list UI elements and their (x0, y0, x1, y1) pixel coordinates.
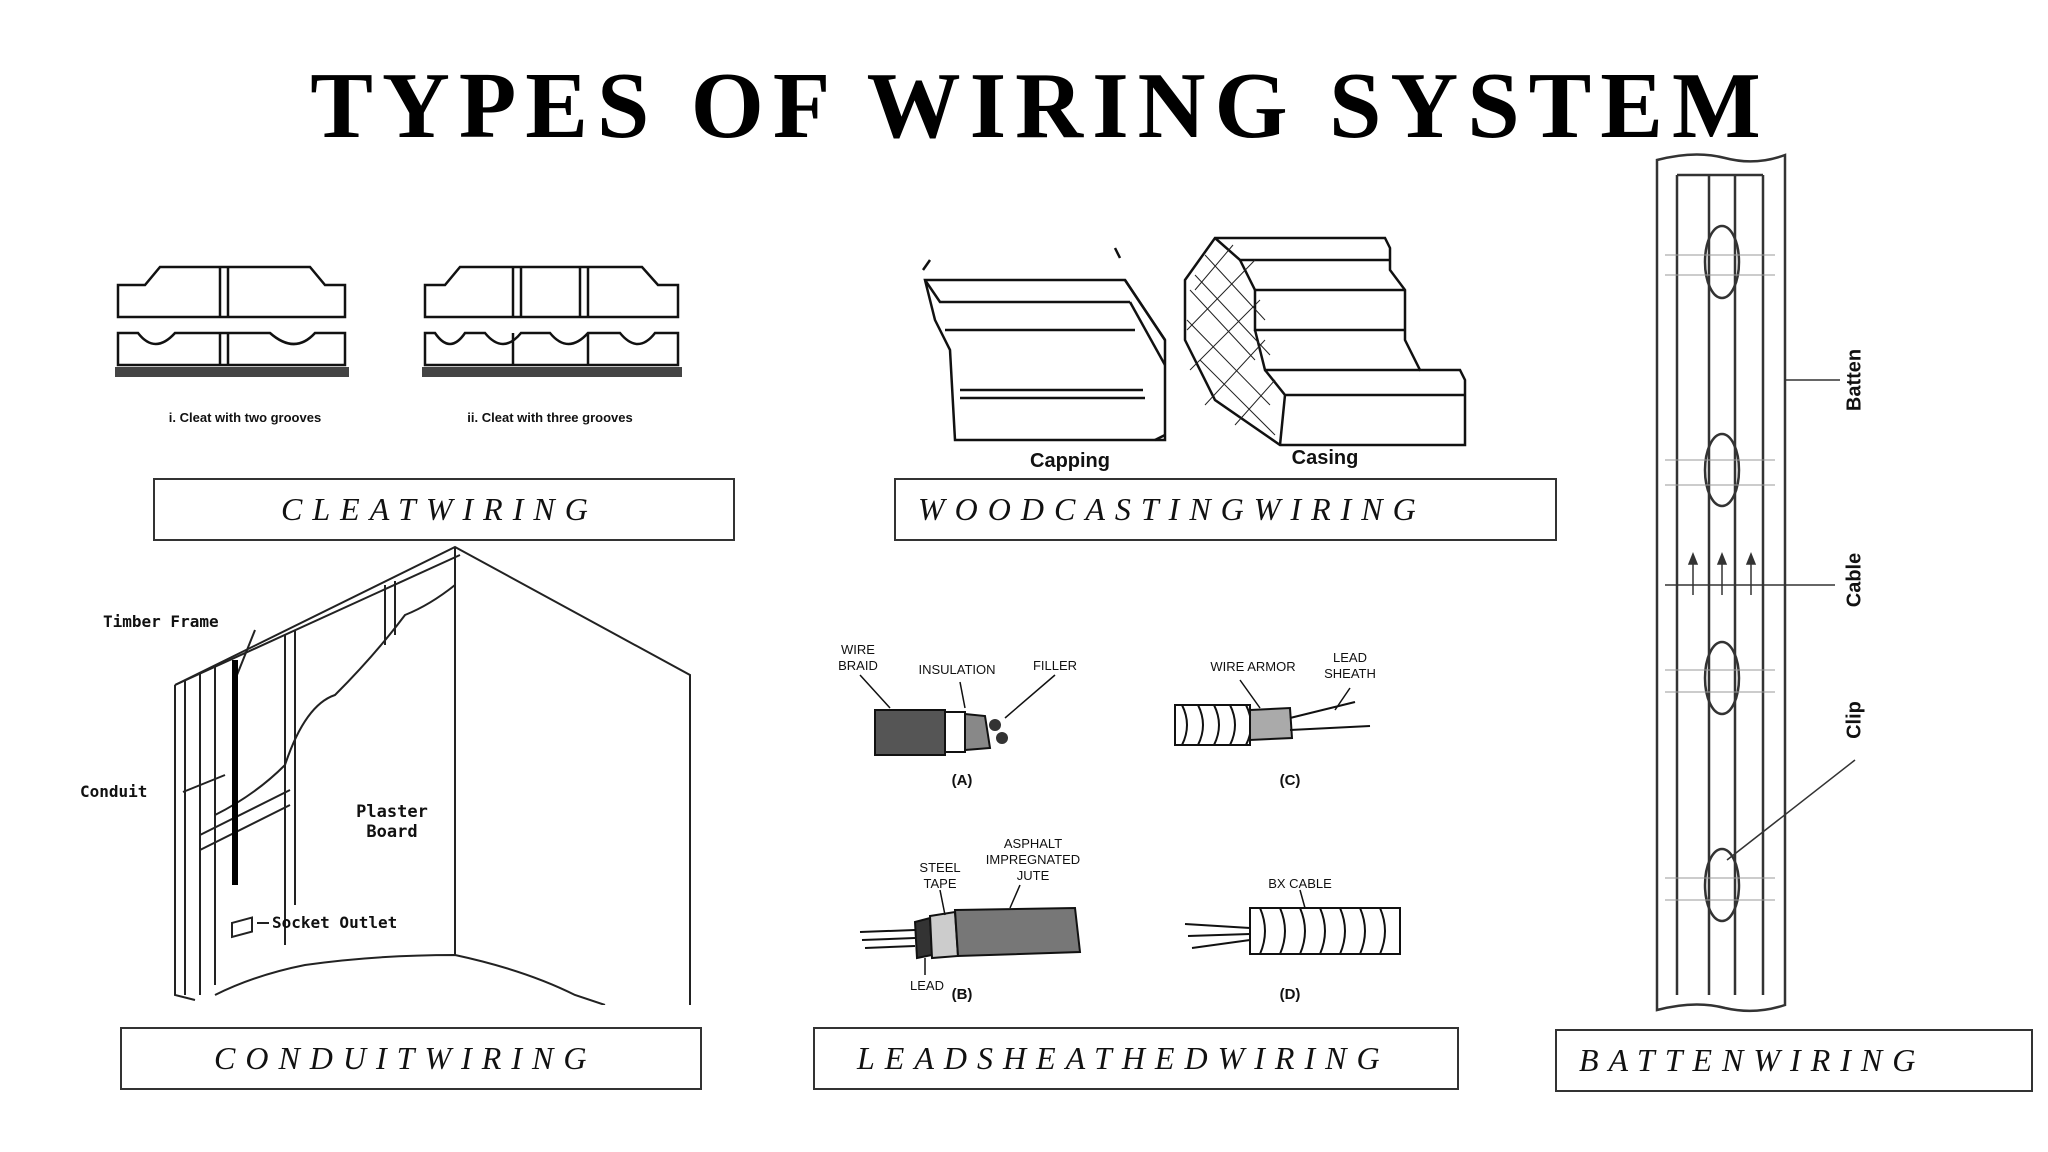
conduit-wiring-caption: CONDUITWIRING (214, 1040, 597, 1076)
lead-sheathed-cable-diagram: WIRE BRAID INSULATION FILLER (A) WIRE AR… (838, 642, 1480, 1003)
plaster-board-label-line1: Plaster (356, 802, 428, 822)
cleat-three-groove-label: ii. Cleat with three grooves (467, 410, 632, 425)
bx-cable-label: BX CABLE (1268, 876, 1332, 891)
cable-c-label: (C) (1280, 772, 1301, 789)
wood-casing-caption-box: WOODCASTINGWIRING (894, 478, 1557, 541)
cable-label: Cable (1843, 553, 1865, 607)
batten-wiring-caption-box: BATTENWIRING (1555, 1029, 2033, 1092)
cable-c (1175, 702, 1370, 745)
cable-a-label: (A) (952, 772, 973, 789)
filler-label: FILLER (1033, 658, 1077, 673)
wire-armor-label: WIRE ARMOR (1210, 659, 1295, 674)
lead-sheathed-caption: LEADSHEATHEDWIRING (857, 1040, 1390, 1076)
insulation-label: INSULATION (918, 662, 995, 677)
asphalt-label-2: IMPREGNATED (986, 852, 1080, 867)
lead-label: LEAD (910, 978, 944, 993)
wood-casing-caption: WOODCASTINGWIRING (918, 491, 1426, 527)
wire-braid-label-2: BRAID (838, 658, 878, 673)
casing-label: Casing (1292, 447, 1359, 469)
steel-tape-label-2: TAPE (924, 876, 957, 891)
wire-braid-label-1: WIRE (841, 642, 875, 657)
timber-frame-label: Timber Frame (103, 612, 219, 631)
conduit-wiring-diagram: Timber Frame Conduit Plaster Board Socke… (80, 545, 705, 1005)
cleat-two-groove-label: i. Cleat with two grooves (169, 410, 321, 425)
cleat-wiring-diagram: i. Cleat with two grooves ii. Cleat with… (115, 255, 682, 425)
lead-sheath-label-2: SHEATH (1324, 666, 1376, 681)
conduit-label: Conduit (80, 782, 147, 801)
cable-d (1185, 908, 1400, 954)
cable-a (875, 710, 1008, 755)
batten-label: Batten (1843, 349, 1865, 411)
cable-b-label: (B) (952, 986, 973, 1003)
batten-wiring-diagram: Batten Cable Clip (1645, 140, 1865, 1020)
socket-outlet-label: Socket Outlet (272, 913, 397, 932)
cable-b (860, 908, 1080, 958)
cleat-wiring-caption-box: CLEATWIRING (153, 478, 735, 541)
lead-sheath-label-1: LEAD (1333, 650, 1367, 665)
plaster-board-label-line2: Board (366, 822, 417, 842)
clip-label: Clip (1843, 701, 1865, 739)
asphalt-label-3: JUTE (1017, 868, 1050, 883)
asphalt-label-1: ASPHALT (1004, 836, 1062, 851)
wood-casing-diagram: Capping Casing (915, 230, 1475, 472)
conduit-wiring-caption-box: CONDUITWIRING (120, 1027, 702, 1090)
capping-label: Capping (1030, 450, 1110, 472)
steel-tape-label-1: STEEL (919, 860, 960, 875)
lead-sheathed-caption-box: LEADSHEATHEDWIRING (813, 1027, 1459, 1090)
batten-wiring-caption: BATTENWIRING (1579, 1042, 1926, 1078)
cleat-wiring-caption: CLEATWIRING (281, 491, 598, 527)
page-title: TYPES OF WIRING SYSTEM (310, 54, 1770, 158)
cable-d-label: (D) (1280, 986, 1301, 1003)
